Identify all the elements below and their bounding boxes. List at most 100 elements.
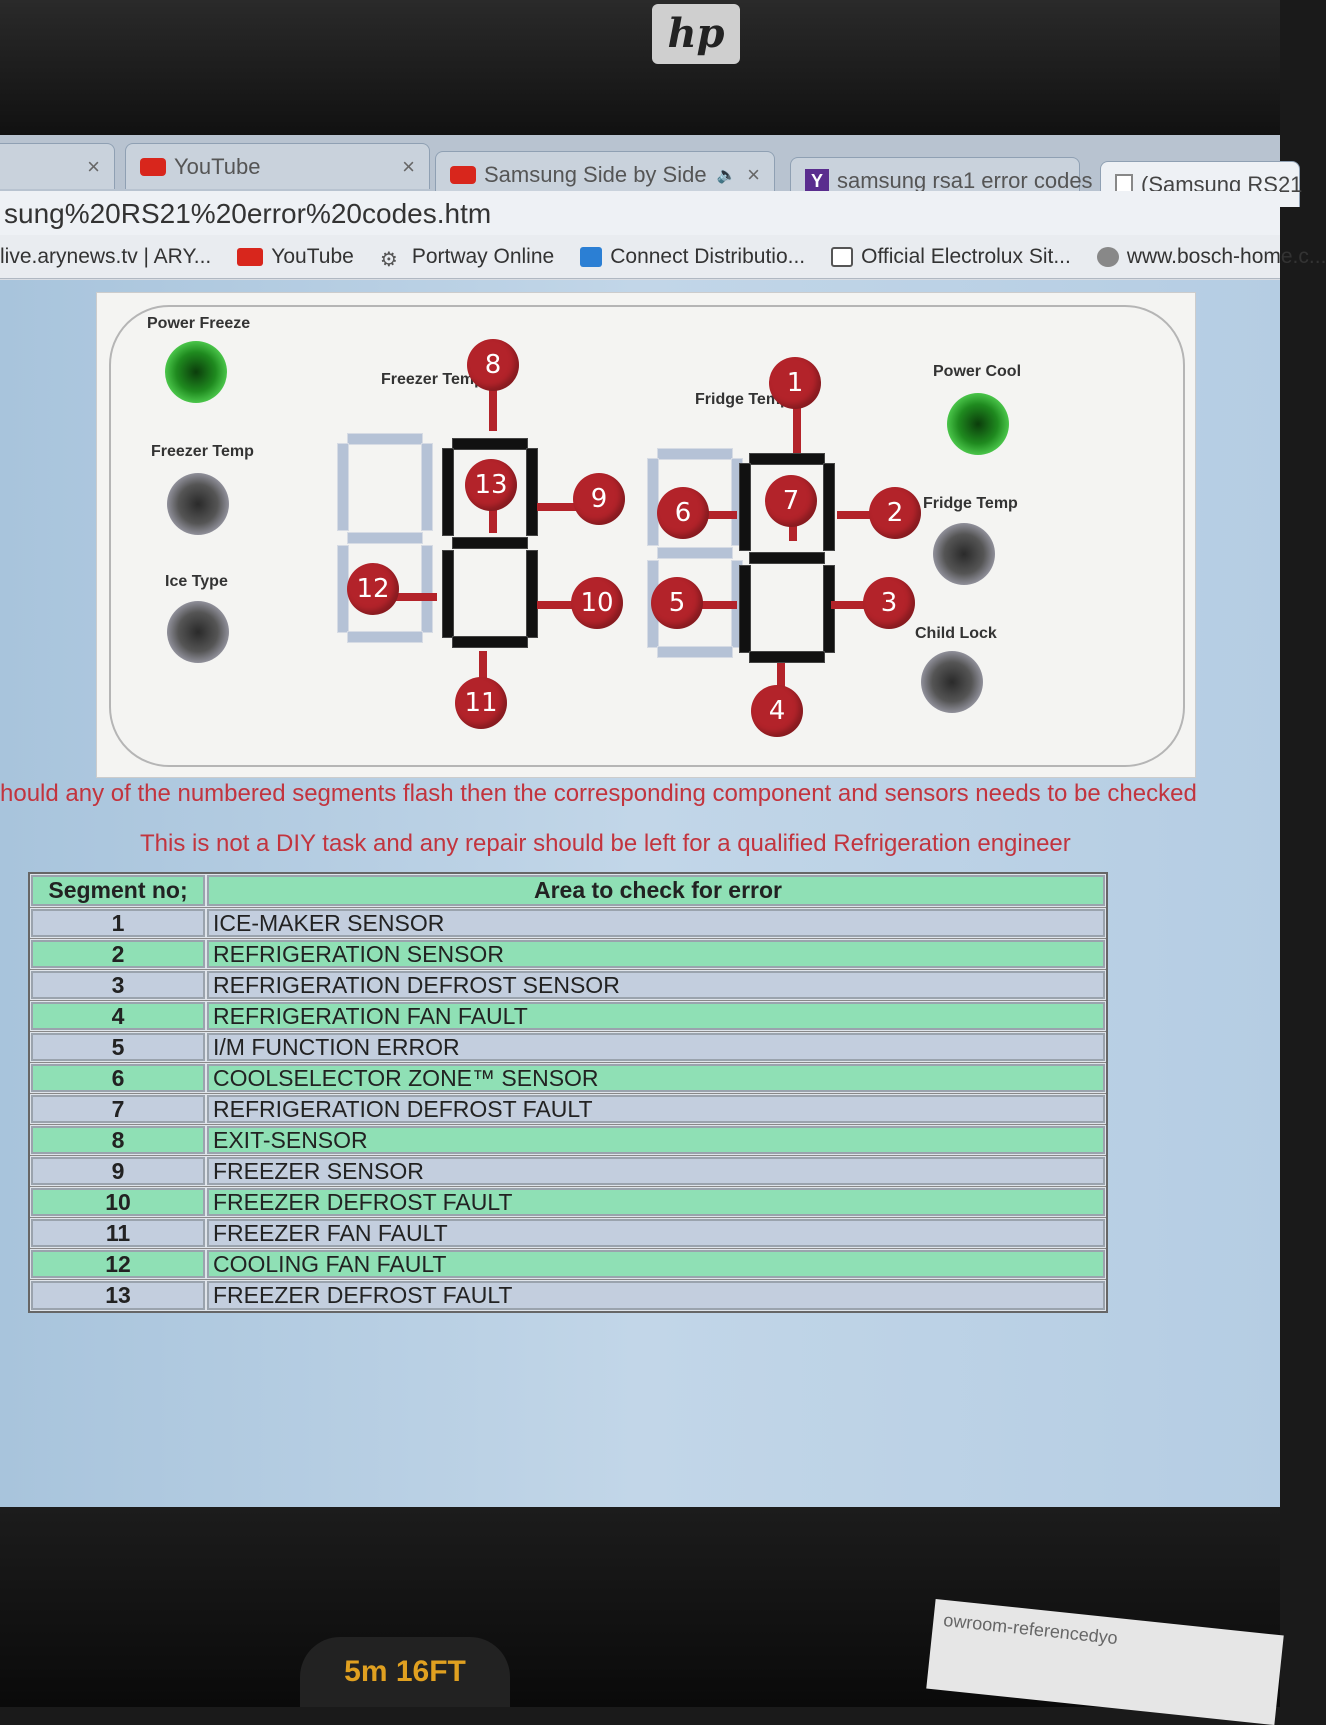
freezer-temp-button (167, 473, 229, 535)
screen: × YouTube × Samsung Side by Side 🔈 × Y s… (0, 135, 1326, 1507)
freezer-digit-units (442, 438, 538, 648)
segment-number-cell: 10 (31, 1188, 205, 1216)
error-area-cell: FREEZER FAN FAULT (207, 1219, 1105, 1247)
freezer-digit-tens (337, 433, 433, 643)
segment-number-cell: 6 (31, 1064, 205, 1092)
segment-marker-1: 1 (769, 357, 821, 409)
tape-measure: 5m 16FT (300, 1637, 510, 1707)
error-area-cell: I/M FUNCTION ERROR (207, 1033, 1105, 1061)
monitor-bezel-bottom: 5m 16FT owroom-referencedyo (0, 1507, 1284, 1725)
bookmark-portway[interactable]: ⚙Portway Online (379, 244, 555, 271)
web-page: Power Freeze Freezer Temp Ice Type Freez… (0, 280, 1280, 1507)
warning-message-1: hould any of the numbered segments flash… (0, 780, 1197, 807)
error-area-cell: REFRIGERATION FAN FAULT (207, 1002, 1105, 1030)
segment-number-cell: 9 (31, 1157, 205, 1185)
error-area-cell: FREEZER DEFROST FAULT (207, 1281, 1105, 1310)
error-area-cell: FREEZER SENSOR (207, 1157, 1105, 1185)
speaker-icon[interactable]: 🔈 (716, 166, 737, 184)
label-fridge-temp-btn: Fridge Temp (923, 495, 1018, 512)
segment-marker-12: 12 (347, 563, 399, 615)
error-area-cell: COOLSELECTOR ZONE™ SENSOR (207, 1064, 1105, 1092)
error-area-cell: COOLING FAN FAULT (207, 1250, 1105, 1278)
segment-marker-10: 10 (571, 577, 623, 629)
segment-marker-2: 2 (869, 487, 921, 539)
segment-marker-6: 6 (657, 487, 709, 539)
error-area-cell: ICE-MAKER SENSOR (207, 909, 1105, 937)
column-header-area: Area to check for error (207, 875, 1105, 906)
bookmark-youtube[interactable]: YouTube (237, 245, 354, 269)
segment-marker-4: 4 (751, 685, 803, 737)
segment-number-cell: 1 (31, 909, 205, 937)
segment-number-cell: 4 (31, 1002, 205, 1030)
tab-label: Samsung Side by Side (484, 161, 707, 187)
segment-marker-5: 5 (651, 577, 703, 629)
segment-marker-3: 3 (863, 577, 915, 629)
tab-0[interactable]: × (0, 143, 115, 189)
bosch-icon (1096, 246, 1119, 267)
portway-icon: ⚙ (379, 248, 398, 271)
close-icon[interactable]: × (87, 153, 100, 179)
close-icon[interactable]: × (402, 153, 415, 179)
label-freezer-temp-display: Freezer Temp (381, 371, 484, 388)
bookmark-bosch[interactable]: www.bosch-home.c... (1096, 245, 1326, 269)
power-cool-button (947, 393, 1009, 455)
control-panel-diagram: Power Freeze Freezer Temp Ice Type Freez… (96, 292, 1196, 778)
ice-type-button (167, 601, 229, 663)
column-header-segment: Segment no; (31, 875, 205, 906)
bookmarks-bar: live.arynews.tv | ARY... YouTube ⚙Portwa… (0, 235, 1326, 400)
label-child-lock: Child Lock (915, 625, 997, 642)
segment-number-cell: 2 (31, 940, 205, 968)
error-area-cell: REFRIGERATION DEFROST SENSOR (207, 971, 1105, 999)
label-freezer-temp-btn: Freezer Temp (151, 443, 254, 460)
segment-number-cell: 7 (31, 1095, 205, 1123)
segment-number-cell: 8 (31, 1126, 205, 1154)
bookmark-connect[interactable]: Connect Distributio... (580, 245, 805, 269)
desk-paper: owroom-referencedyo (926, 1598, 1284, 1725)
youtube-icon (140, 157, 166, 176)
panel-frame (109, 305, 1185, 767)
warning-message-2: This is not a DIY task and any repair sh… (140, 830, 1071, 857)
bookmark-arynews[interactable]: live.arynews.tv | ARY... (0, 245, 211, 400)
segment-marker-11: 11 (455, 677, 507, 729)
fridge-digit-tens (647, 448, 743, 658)
close-icon[interactable]: × (747, 161, 760, 187)
segment-number-cell: 5 (31, 1033, 205, 1061)
segment-marker-8: 8 (467, 339, 519, 391)
monitor-bezel-top: hp (0, 0, 1280, 135)
error-area-cell: REFRIGERATION SENSOR (207, 940, 1105, 968)
label-fridge-temp-display: Fridge Temp (695, 391, 790, 408)
tab-youtube[interactable]: YouTube × (125, 143, 430, 189)
tab-strip: × YouTube × Samsung Side by Side 🔈 × Y s… (0, 135, 1302, 207)
segment-number-cell: 13 (31, 1281, 205, 1310)
segment-marker-9: 9 (573, 473, 625, 525)
segment-number-cell: 11 (31, 1219, 205, 1247)
bookmark-electrolux[interactable]: Official Electrolux Sit... (831, 245, 1071, 269)
segment-number-cell: 12 (31, 1250, 205, 1278)
power-freeze-button (165, 341, 227, 403)
address-bar[interactable]: sung%20RS21%20error%20codes.htm (0, 191, 1280, 237)
yahoo-icon: Y (805, 168, 829, 193)
error-area-cell: EXIT-SENSOR (207, 1126, 1105, 1154)
table-header: Segment no; Area to check for error (30, 874, 1106, 908)
error-area-cell: REFRIGERATION DEFROST FAULT (207, 1095, 1105, 1123)
tab-samsung-side-by-side[interactable]: Samsung Side by Side 🔈 × (435, 151, 775, 197)
hp-logo: hp (652, 4, 740, 64)
label-ice-type: Ice Type (165, 573, 228, 590)
tab-label: samsung rsa1 error codes (837, 167, 1093, 193)
youtube-icon (237, 247, 264, 266)
electrolux-icon (831, 246, 854, 267)
label-power-freeze: Power Freeze (147, 315, 251, 332)
segment-number-cell: 3 (31, 971, 205, 999)
youtube-icon (450, 165, 476, 184)
